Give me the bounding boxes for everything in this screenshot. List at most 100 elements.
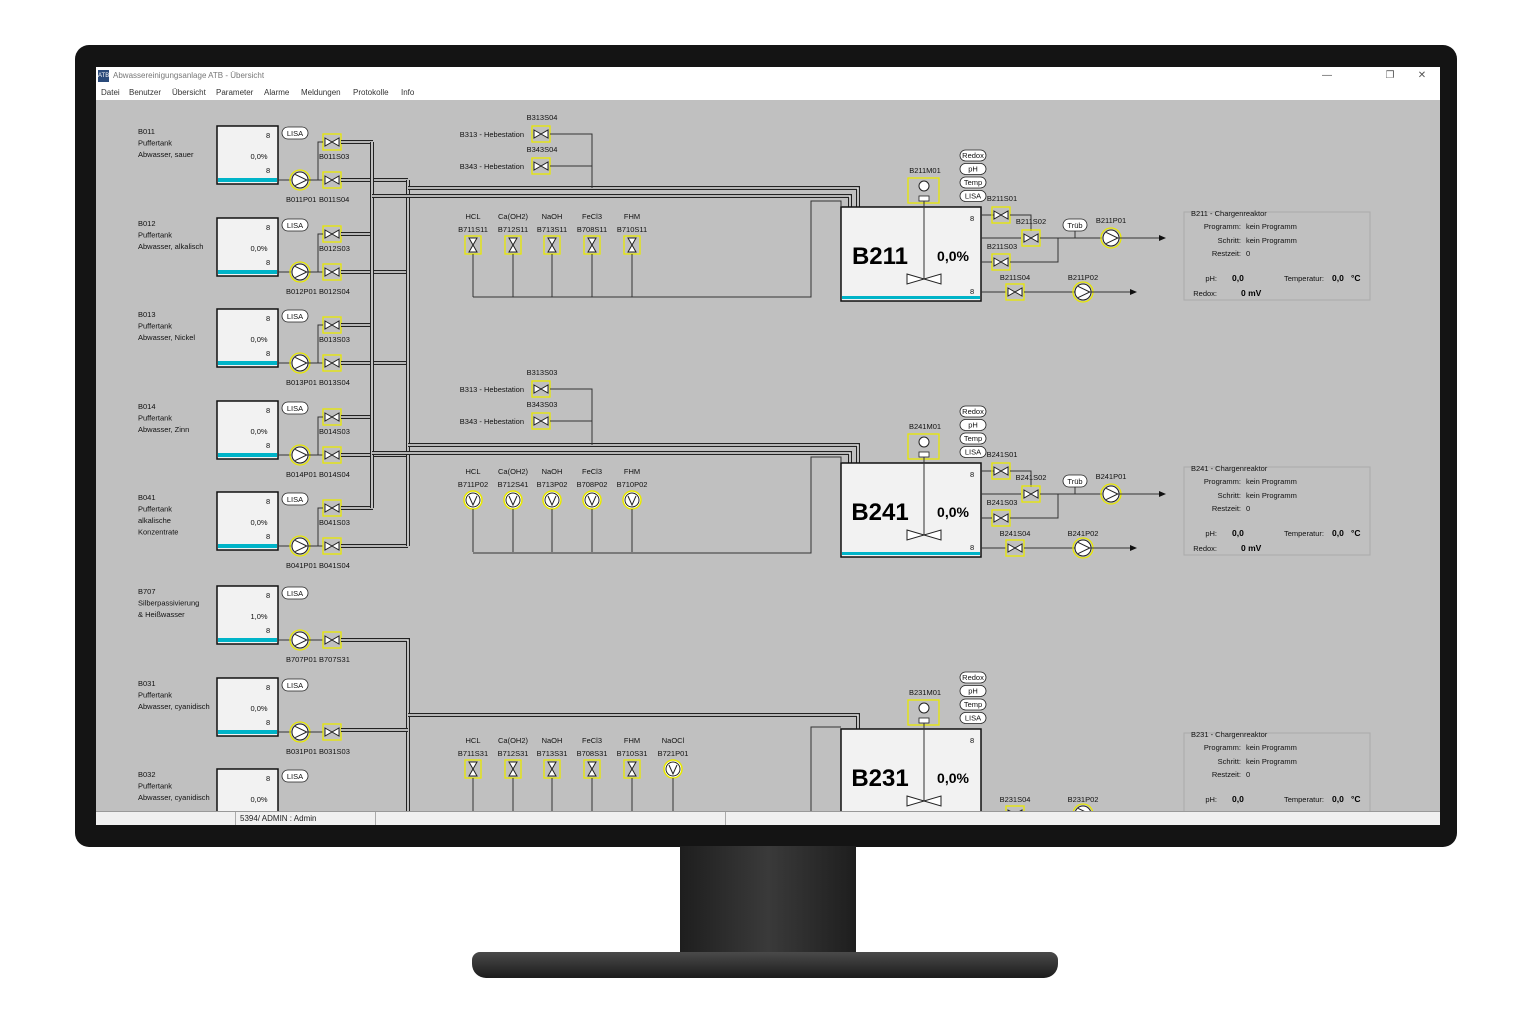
dosing-pump-b713p02-icon[interactable] [542, 490, 562, 510]
sensor-badge-ph[interactable]: pH [959, 419, 987, 431]
valve-b011s04-icon[interactable] [322, 171, 342, 189]
menu-uebersicht[interactable]: Übersicht [172, 88, 206, 97]
valve-b013s03-icon[interactable] [322, 316, 342, 334]
valve-b241s01-icon[interactable] [991, 462, 1011, 480]
menu-parameter[interactable]: Parameter [216, 88, 254, 97]
dosing-valve-b713s11-icon[interactable] [543, 235, 561, 255]
menu-alarme[interactable]: Alarme [264, 88, 290, 97]
menu-datei[interactable]: Datei [101, 88, 120, 97]
valve-b241s02-icon[interactable] [1021, 485, 1041, 503]
valve-b241s04-icon[interactable] [1005, 539, 1025, 557]
menu-meldungen[interactable]: Meldungen [301, 88, 341, 97]
lisa-badge[interactable]: LISA [281, 492, 309, 506]
pump-b041p01-icon[interactable] [289, 535, 311, 557]
sensor-badge-ph[interactable]: pH [959, 685, 987, 697]
buffer-tank-b014[interactable] [216, 400, 279, 460]
buffer-tank-b707[interactable] [216, 585, 279, 645]
valve-b211s04-icon[interactable] [1005, 283, 1025, 301]
lisa-badge[interactable]: LISA [281, 769, 309, 783]
buffer-tank-b041[interactable] [216, 491, 279, 551]
pump-b231p02-icon[interactable] [1072, 803, 1094, 811]
sensor-badge-temp[interactable]: Temp [959, 176, 987, 189]
sensor-badge-redox[interactable]: Redox [959, 149, 987, 162]
dosing-valve-b712s31-icon[interactable] [504, 759, 522, 779]
dosing-valve-b712s11-icon[interactable] [504, 235, 522, 255]
dosing-valve-b713s31-icon[interactable] [543, 759, 561, 779]
reactor-b241[interactable] [840, 462, 982, 558]
buffer-tank-b011[interactable] [216, 125, 279, 185]
agitator-motor-icon[interactable] [918, 436, 930, 448]
valve-b313s04-icon[interactable] [531, 125, 551, 143]
valve-b211s01-icon[interactable] [991, 206, 1011, 224]
buffer-tank-b031[interactable] [216, 677, 279, 737]
valve-b041s04-icon[interactable] [322, 537, 342, 555]
trub-badge[interactable]: Trüb [1062, 474, 1088, 488]
lisa-badge[interactable]: LISA [281, 678, 309, 692]
pump-b211p02-icon[interactable] [1072, 281, 1094, 303]
dosing-valve-b708s31-icon[interactable] [583, 759, 601, 779]
dosing-pump-b712s41-icon[interactable] [503, 490, 523, 510]
trub-badge[interactable]: Trüb [1062, 218, 1088, 232]
agitator-motor-icon[interactable] [918, 702, 930, 714]
valve-b012s03-icon[interactable] [322, 225, 342, 243]
lisa-badge[interactable]: LISA [281, 309, 309, 323]
sensor-badge-lisa[interactable]: LISA [959, 190, 987, 202]
menu-benutzer[interactable]: Benutzer [129, 88, 162, 97]
valve-b031s03-icon[interactable] [322, 723, 342, 741]
buffer-tank-b012[interactable] [216, 217, 279, 277]
pump-b031p01-icon[interactable] [289, 721, 311, 743]
valve-b231s04-icon[interactable] [1005, 805, 1025, 811]
valve-b041s03-icon[interactable] [322, 499, 342, 517]
sensor-badge-redox[interactable]: Redox [959, 671, 987, 684]
pump-b012p01-icon[interactable] [289, 261, 311, 283]
sensor-badge-lisa[interactable]: LISA [959, 712, 987, 724]
buffer-tank-b013[interactable] [216, 308, 279, 368]
pump-b011p01-icon[interactable] [289, 169, 311, 191]
sensor-badge-temp[interactable]: Temp [959, 432, 987, 445]
valve-b313s03-icon[interactable] [531, 380, 551, 398]
valve-b707s31-icon[interactable] [322, 631, 342, 649]
lisa-badge[interactable]: LISA [281, 401, 309, 415]
pump-b241p02-icon[interactable] [1072, 537, 1094, 559]
lisa-badge[interactable]: LISA [281, 586, 309, 600]
buffer-tank-b032[interactable] [216, 768, 279, 811]
valve-b241s03-icon[interactable] [991, 509, 1011, 527]
pump-b014p01-icon[interactable] [289, 444, 311, 466]
dosing-valve-b708s11-icon[interactable] [583, 235, 601, 255]
menu-protokolle[interactable]: Protokolle [353, 88, 389, 97]
pump-b707p01-icon[interactable] [289, 629, 311, 651]
sensor-badge-redox[interactable]: Redox [959, 405, 987, 418]
valve-b013s04-icon[interactable] [322, 354, 342, 372]
sensor-badge-ph[interactable]: pH [959, 163, 987, 175]
valve-b014s04-icon[interactable] [322, 446, 342, 464]
valve-b011s03-icon[interactable] [322, 133, 342, 151]
valve-b343s03-icon[interactable] [531, 412, 551, 430]
menu-info[interactable]: Info [401, 88, 415, 97]
valve-b014s03-icon[interactable] [322, 408, 342, 426]
pump-b241p01-icon[interactable] [1100, 483, 1122, 505]
dosing-pump-b710p02-icon[interactable] [622, 490, 642, 510]
valve-b012s04-icon[interactable] [322, 263, 342, 281]
lisa-badge[interactable]: LISA [281, 126, 309, 140]
buffer-tank-label: B707 [138, 587, 156, 596]
maximize-button[interactable]: ❐ [1385, 70, 1395, 81]
sensor-badge-temp[interactable]: Temp [959, 698, 987, 711]
sensor-badge-lisa[interactable]: LISA [959, 446, 987, 458]
dosing-valve-b711s11-icon[interactable] [464, 235, 482, 255]
dosing-pump-b721p01-icon[interactable] [663, 759, 683, 779]
lisa-badge[interactable]: LISA [281, 218, 309, 232]
dosing-pump-b711p02-icon[interactable] [463, 490, 483, 510]
reactor-b211[interactable] [840, 206, 982, 302]
dosing-valve-b710s11-icon[interactable] [623, 235, 641, 255]
dosing-pump-b708p02-icon[interactable] [582, 490, 602, 510]
valve-b211s02-icon[interactable] [1021, 229, 1041, 247]
pump-b013p01-icon[interactable] [289, 352, 311, 374]
minimize-button[interactable]: — [1322, 70, 1332, 81]
valve-b343s04-icon[interactable] [531, 157, 551, 175]
pump-b211p01-icon[interactable] [1100, 227, 1122, 249]
agitator-motor-icon[interactable] [918, 180, 930, 192]
valve-b211s03-icon[interactable] [991, 253, 1011, 271]
close-button[interactable]: ✕ [1417, 70, 1427, 81]
dosing-valve-b711s31-icon[interactable] [464, 759, 482, 779]
dosing-valve-b710s31-icon[interactable] [623, 759, 641, 779]
